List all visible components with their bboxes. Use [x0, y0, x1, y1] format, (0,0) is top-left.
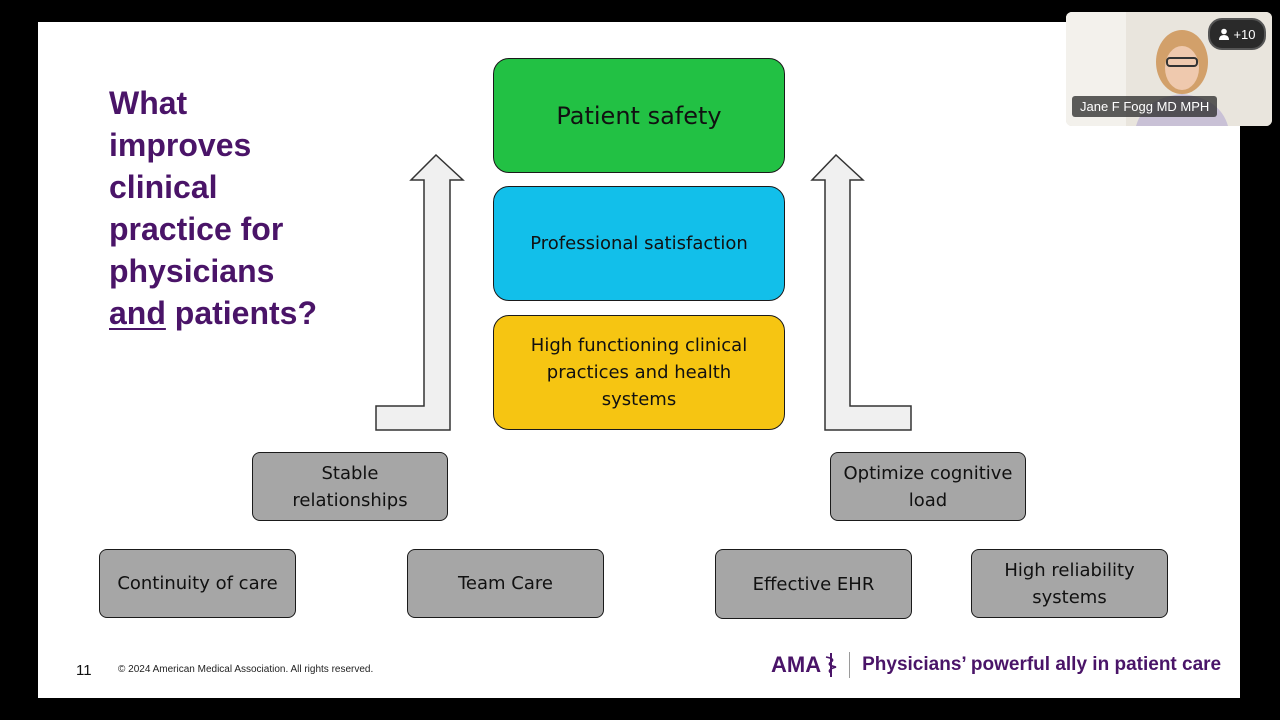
participant-video-tile[interactable]: +10 Jane F Fogg MD MPH — [1066, 12, 1272, 126]
presentation-slide: What improves clinical practice for phys… — [38, 22, 1240, 698]
rod-of-asclepius-icon — [825, 653, 837, 677]
title-line: clinical — [109, 169, 218, 205]
right-up-arrow — [810, 154, 912, 431]
copyright-text: © 2024 American Medical Association. All… — [118, 664, 374, 675]
title-line-last: and patients? — [109, 292, 369, 334]
high-reliability-systems-box: High reliability systems — [971, 549, 1168, 618]
slide-title: What improves clinical practice for phys… — [109, 82, 369, 334]
title-line: practice for — [109, 211, 284, 247]
ama-wordmark: AMA — [771, 652, 822, 677]
left-up-arrow — [375, 154, 465, 431]
professional-satisfaction-label: Professional satisfaction — [530, 233, 748, 254]
patient-safety-box: Patient safety — [493, 58, 785, 173]
team-care-box: Team Care — [407, 549, 604, 618]
optimize-cognitive-load-box: Optimize cognitive load — [830, 452, 1026, 521]
title-rest: patients? — [165, 295, 318, 331]
stable-relationships-box: Stable relationships — [252, 452, 448, 521]
ama-logo: AMA Physicians’ powerful ally in patient… — [771, 652, 1221, 678]
slide-page-number: 11 — [76, 662, 92, 679]
optimize-cognitive-load-label: Optimize cognitive load — [843, 462, 1013, 511]
continuity-of-care-label: Continuity of care — [117, 573, 278, 594]
participant-name-label: Jane F Fogg MD MPH — [1072, 96, 1218, 117]
participant-count-button[interactable]: +10 — [1208, 18, 1266, 50]
logo-divider — [849, 652, 851, 678]
title-underlined-word: and — [109, 295, 166, 331]
title-line: physicians — [109, 253, 275, 289]
stable-relationships-label: Stable relationships — [292, 462, 408, 511]
participant-count: +10 — [1233, 26, 1256, 42]
title-line: improves — [109, 127, 252, 163]
effective-ehr-label: Effective EHR — [752, 573, 875, 595]
ama-tagline: Physicians’ powerful ally in patient car… — [862, 654, 1222, 675]
team-care-label: Team Care — [458, 573, 553, 594]
high-reliability-systems-label: High reliability systems — [1004, 559, 1135, 608]
professional-satisfaction-box: Professional satisfaction — [493, 186, 785, 301]
high-functioning-box: High functioning clinical practices and … — [493, 315, 785, 430]
person-icon — [1219, 28, 1230, 40]
patient-safety-label: Patient safety — [556, 101, 722, 130]
title-line: What — [109, 85, 188, 121]
effective-ehr-box: Effective EHR — [715, 549, 912, 619]
continuity-of-care-box: Continuity of care — [99, 549, 296, 618]
high-functioning-label: High functioning clinical practices and … — [530, 335, 748, 410]
